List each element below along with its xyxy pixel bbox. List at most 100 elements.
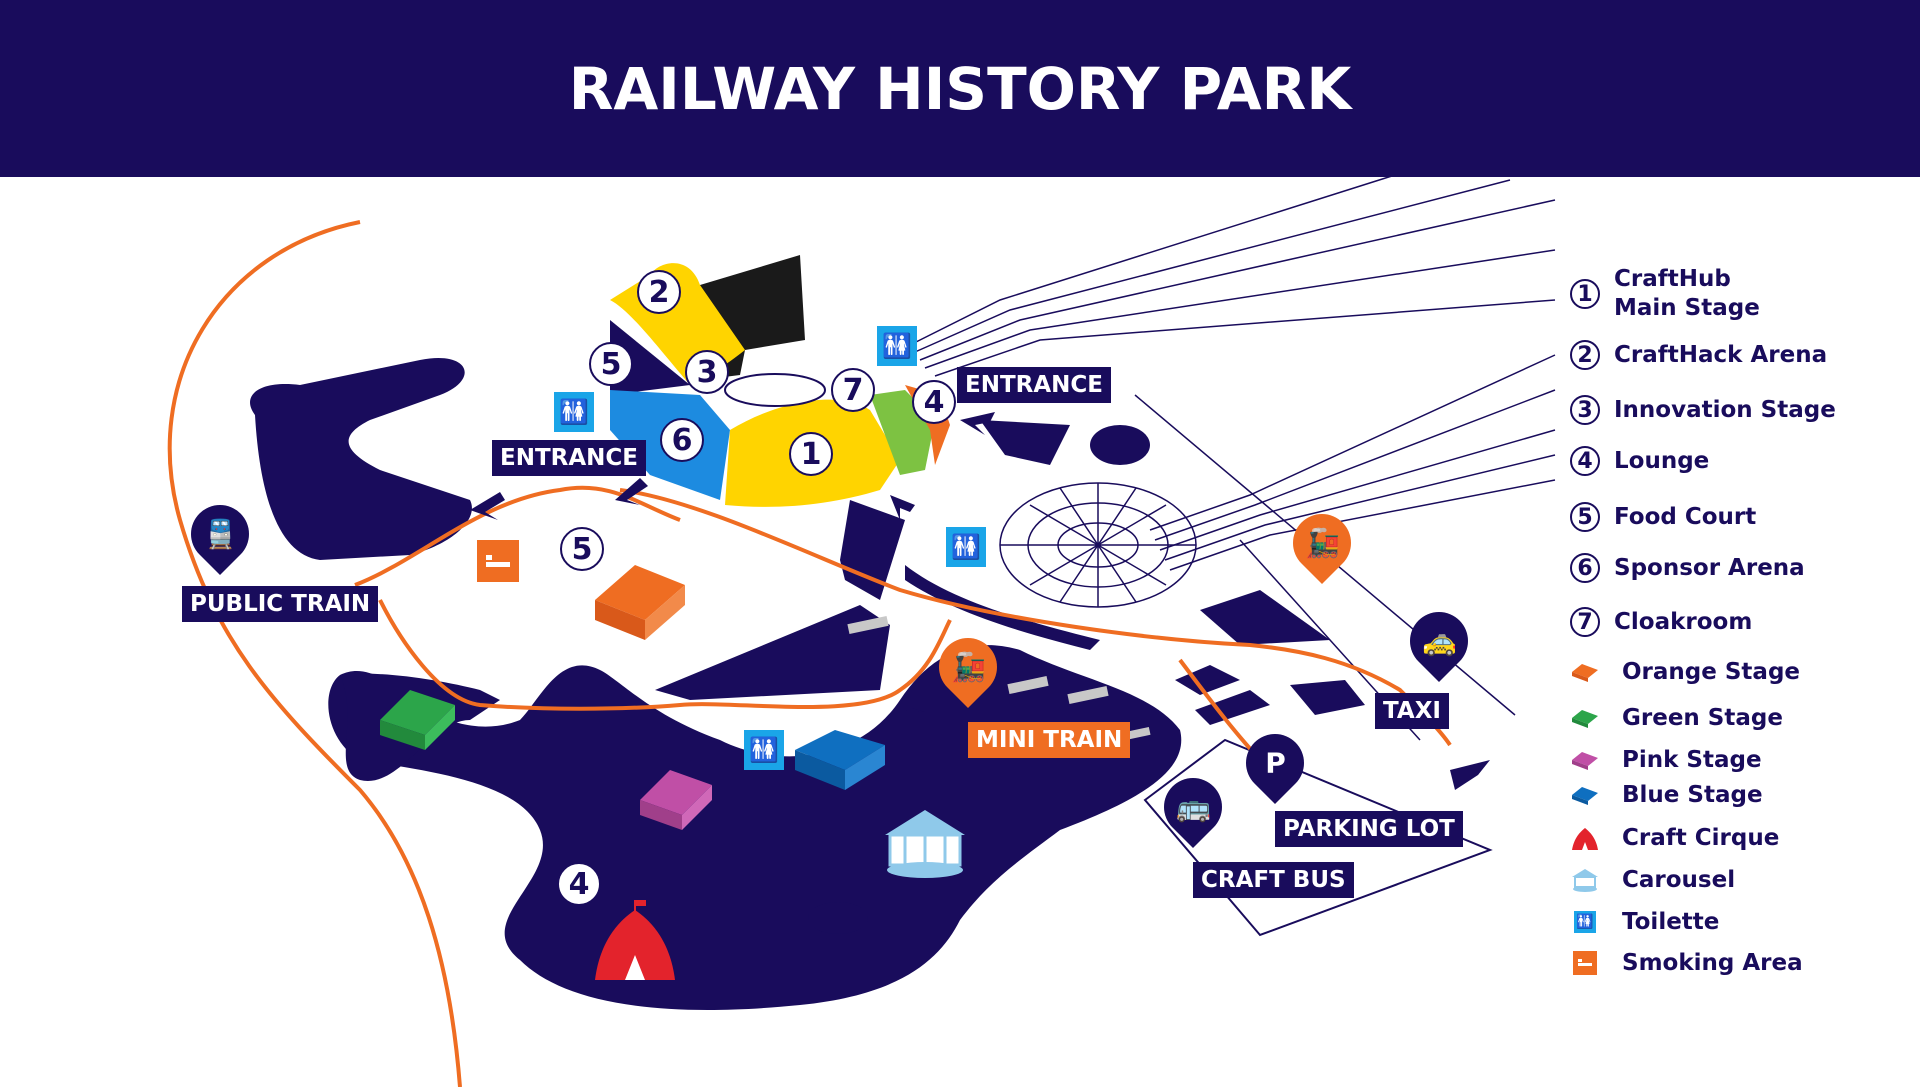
legend-item: Carousel	[1570, 865, 1735, 895]
legend-label: Orange Stage	[1622, 658, 1801, 685]
legend-number: 1	[1570, 279, 1600, 309]
page-title: RAILWAY HISTORY PARK	[568, 54, 1352, 123]
block-3	[980, 420, 1070, 465]
marker-4-stadium: 4	[912, 380, 956, 424]
stadium-field	[724, 373, 826, 407]
legend-item: 5 Food Court	[1570, 502, 1756, 532]
orange-stage-tent	[595, 565, 685, 640]
parking-lot-label: PARKING LOT	[1275, 811, 1463, 847]
legend-item: Craft Cirque	[1570, 823, 1779, 853]
legend-label: Lounge	[1614, 447, 1710, 474]
platform-2	[1007, 675, 1049, 695]
green-tent-icon	[1570, 703, 1600, 733]
locomotive-icon: 🚂	[1304, 526, 1340, 560]
blue-tent-icon	[1570, 780, 1600, 810]
circus-tent-icon	[1570, 823, 1600, 853]
legend-label: Food Court	[1614, 503, 1757, 530]
legend-item: 6 Sponsor Arena	[1570, 553, 1805, 583]
toilet-icon: 🚻	[744, 730, 784, 770]
platform-1	[847, 615, 889, 635]
legend-number: 3	[1570, 395, 1600, 425]
legend-label: Green Stage	[1622, 704, 1783, 731]
legend-label: Toilette	[1622, 908, 1720, 935]
block-1	[655, 605, 890, 700]
marker-5-field: 5	[560, 527, 604, 571]
legend-label: Cloakroom	[1614, 608, 1753, 635]
block-9	[1290, 680, 1365, 715]
marker-4-field: 4	[557, 862, 601, 906]
craft-bus-label: CRAFT BUS	[1193, 862, 1354, 898]
legend-number: 7	[1570, 607, 1600, 637]
legend-label: Carousel	[1622, 866, 1736, 893]
legend-number: 2	[1570, 340, 1600, 370]
legend-label: Innovation Stage	[1614, 396, 1836, 423]
rail-lines	[909, 174, 1556, 741]
entrance-left-label: ENTRANCE	[492, 440, 646, 476]
taxi-label: TAXI	[1375, 693, 1449, 729]
block-6	[1200, 590, 1330, 645]
marker-2: 2	[637, 270, 681, 314]
toilet-icon: 🚻	[946, 527, 986, 567]
legend-label: Blue Stage	[1622, 781, 1763, 808]
legend-label: Sponsor Arena	[1614, 554, 1805, 581]
craft-cirque-tent	[595, 900, 675, 980]
marker-7: 7	[831, 368, 875, 412]
bus-icon: 🚌	[1175, 790, 1211, 824]
legend-number: 5	[1570, 502, 1600, 532]
block-4	[1090, 425, 1150, 465]
pond-small	[808, 902, 868, 934]
legend-item: Blue Stage	[1570, 780, 1763, 810]
legend-item: 2 CraftHack Arena	[1570, 340, 1827, 370]
carousel-icon	[1570, 865, 1600, 895]
mini-train-label: MINI TRAIN	[968, 722, 1131, 758]
toilet-icon: 🚻	[1570, 907, 1600, 937]
blue-stage-tent	[795, 730, 885, 790]
header-banner: RAILWAY HISTORY PARK	[0, 0, 1920, 177]
legend-item: 1 CraftHub Main Stage	[1570, 265, 1764, 323]
legend-label: Smoking Area	[1622, 949, 1803, 976]
platform-3	[1067, 685, 1109, 705]
legend-item: 3 Innovation Stage	[1570, 395, 1836, 425]
block-5	[905, 565, 1100, 650]
smoking-area-icon	[477, 540, 519, 582]
public-train-label: PUBLIC TRAIN	[182, 586, 379, 622]
legend-item: Pink Stage	[1570, 745, 1762, 775]
marker-1: 1	[789, 432, 833, 476]
arrows	[470, 412, 1490, 790]
toilet-icon: 🚻	[877, 326, 917, 366]
legend-item: 🚻 Toilette	[1570, 907, 1719, 937]
legend-item: 7 Cloakroom	[1570, 607, 1752, 637]
entrance-right-label: ENTRANCE	[957, 367, 1111, 403]
turntable	[999, 482, 1197, 608]
locomotive-icon: 🚂	[950, 650, 986, 684]
legend-label: Craft Cirque	[1622, 824, 1780, 851]
marker-6: 6	[660, 418, 704, 462]
legend-label: CraftHub Main Stage	[1614, 266, 1760, 321]
legend-label: CraftHack Arena	[1614, 341, 1828, 368]
pink-stage-tent	[640, 770, 712, 830]
parking-symbol: P	[1264, 746, 1286, 780]
marker-5-stadium: 5	[589, 342, 633, 386]
legend-item: Orange Stage	[1570, 657, 1800, 687]
pink-tent-icon	[1570, 745, 1600, 775]
legend-number: 4	[1570, 446, 1600, 476]
block-8	[1195, 690, 1270, 725]
smoking-icon	[1570, 948, 1600, 978]
legend-item: 4 Lounge	[1570, 446, 1709, 476]
stadium-navy	[610, 320, 690, 395]
lake-north-west	[250, 358, 472, 560]
block-2	[840, 500, 905, 600]
taxi-icon: 🚕	[1421, 624, 1457, 658]
legend-item: Smoking Area	[1570, 948, 1803, 978]
toilet-icon: 🚻	[554, 392, 594, 432]
legend-label: Pink Stage	[1622, 746, 1762, 773]
block-7	[1175, 665, 1240, 695]
orange-tent-icon	[1570, 657, 1600, 687]
train-icon: 🚆	[202, 517, 238, 551]
carousel	[885, 810, 965, 878]
legend-item: Green Stage	[1570, 703, 1783, 733]
marker-3: 3	[685, 350, 729, 394]
legend-number: 6	[1570, 553, 1600, 583]
green-stage-tent	[380, 690, 455, 750]
